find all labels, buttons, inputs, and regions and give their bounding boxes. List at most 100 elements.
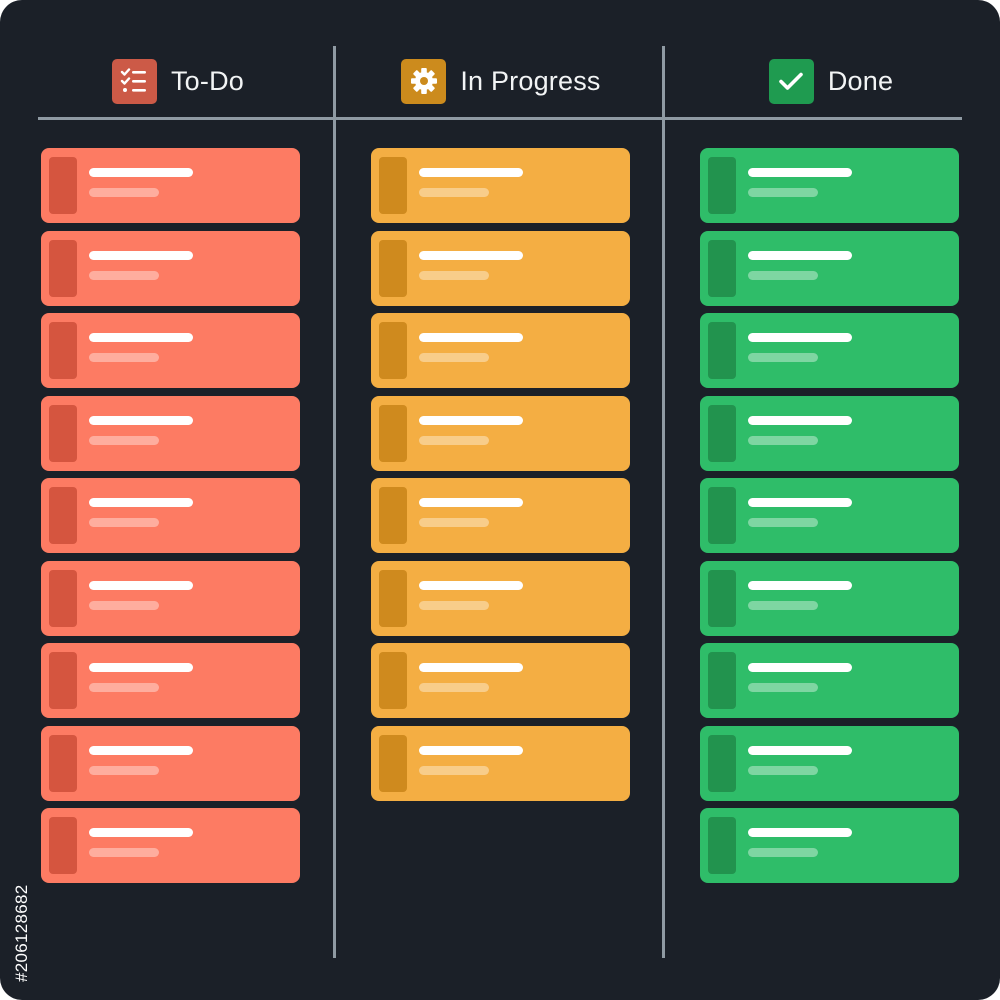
card-list-in-progress — [371, 148, 630, 808]
card-subtitle-placeholder — [89, 270, 159, 280]
header-divider — [38, 117, 962, 120]
gear-icon — [401, 58, 447, 104]
card-subtitle-placeholder — [748, 683, 818, 692]
task-card-done[interactable] — [700, 478, 959, 553]
card-title-placeholder — [748, 250, 852, 260]
card-drag-handle[interactable] — [49, 404, 77, 462]
card-drag-handle[interactable] — [708, 817, 736, 874]
card-drag-handle[interactable] — [379, 487, 407, 544]
card-drag-handle[interactable] — [49, 817, 77, 874]
column-header-done: Done — [700, 58, 962, 104]
task-card-todo[interactable] — [41, 808, 300, 883]
column-header-in-progress: In Progress — [370, 58, 632, 104]
task-card-done[interactable] — [700, 313, 959, 388]
card-subtitle-placeholder — [748, 188, 818, 197]
task-card-todo[interactable] — [41, 560, 300, 636]
card-title-placeholder — [419, 333, 523, 342]
card-drag-handle[interactable] — [708, 157, 736, 214]
card-drag-handle[interactable] — [379, 404, 407, 462]
card-subtitle-placeholder — [419, 600, 489, 610]
task-card-progress[interactable] — [371, 395, 630, 471]
card-subtitle-placeholder — [419, 188, 489, 197]
card-title-placeholder — [89, 828, 193, 837]
card-subtitle-placeholder — [748, 848, 818, 857]
card-drag-handle[interactable] — [708, 652, 736, 709]
card-title-placeholder — [89, 498, 193, 507]
card-subtitle-placeholder — [89, 600, 159, 610]
task-card-done[interactable] — [700, 643, 959, 718]
card-subtitle-placeholder — [419, 683, 489, 692]
card-title-placeholder — [419, 745, 523, 755]
task-card-done[interactable] — [700, 230, 959, 306]
card-drag-handle[interactable] — [49, 569, 77, 627]
task-card-todo[interactable] — [41, 313, 300, 388]
card-title-placeholder — [419, 498, 523, 507]
card-drag-handle[interactable] — [49, 487, 77, 544]
card-list-done — [700, 148, 959, 891]
task-card-progress[interactable] — [371, 148, 630, 223]
task-card-todo[interactable] — [41, 478, 300, 553]
card-drag-handle[interactable] — [708, 239, 736, 297]
stock-image-id: #206128682 — [12, 884, 31, 982]
column-title-todo: To-Do — [170, 65, 245, 96]
card-drag-handle[interactable] — [49, 734, 77, 792]
card-drag-handle[interactable] — [379, 734, 407, 792]
task-card-progress[interactable] — [371, 313, 630, 388]
card-drag-handle[interactable] — [379, 569, 407, 627]
card-drag-handle[interactable] — [708, 404, 736, 462]
card-subtitle-placeholder — [748, 765, 818, 775]
task-card-progress[interactable] — [371, 478, 630, 553]
card-subtitle-placeholder — [89, 188, 159, 197]
card-title-placeholder — [748, 663, 852, 672]
card-subtitle-placeholder — [419, 270, 489, 280]
task-card-done[interactable] — [700, 725, 959, 801]
card-title-placeholder — [419, 250, 523, 260]
card-drag-handle[interactable] — [49, 652, 77, 709]
card-subtitle-placeholder — [748, 435, 818, 445]
card-drag-handle[interactable] — [379, 322, 407, 379]
task-card-progress[interactable] — [371, 725, 630, 801]
card-title-placeholder — [89, 745, 193, 755]
card-subtitle-placeholder — [89, 765, 159, 775]
card-title-placeholder — [419, 580, 523, 590]
task-card-todo[interactable] — [41, 148, 300, 223]
task-card-todo[interactable] — [41, 725, 300, 801]
task-card-done[interactable] — [700, 808, 959, 883]
task-card-done[interactable] — [700, 148, 959, 223]
task-card-progress[interactable] — [371, 560, 630, 636]
task-card-progress[interactable] — [371, 643, 630, 718]
card-drag-handle[interactable] — [708, 487, 736, 544]
task-card-progress[interactable] — [371, 230, 630, 306]
card-title-placeholder — [89, 333, 193, 342]
card-subtitle-placeholder — [748, 518, 818, 527]
card-title-placeholder — [89, 415, 193, 425]
column-header-todo: To-Do — [40, 58, 316, 104]
card-title-placeholder — [748, 498, 852, 507]
card-subtitle-placeholder — [748, 600, 818, 610]
task-card-done[interactable] — [700, 560, 959, 636]
task-card-todo[interactable] — [41, 395, 300, 471]
card-drag-handle[interactable] — [708, 322, 736, 379]
task-card-todo[interactable] — [41, 230, 300, 306]
card-title-placeholder — [748, 168, 852, 177]
card-subtitle-placeholder — [89, 848, 159, 857]
task-card-todo[interactable] — [41, 643, 300, 718]
card-subtitle-placeholder — [419, 765, 489, 775]
card-title-placeholder — [748, 828, 852, 837]
card-drag-handle[interactable] — [49, 239, 77, 297]
card-title-placeholder — [89, 580, 193, 590]
card-subtitle-placeholder — [419, 518, 489, 527]
card-title-placeholder — [419, 168, 523, 177]
card-subtitle-placeholder — [89, 683, 159, 692]
card-drag-handle[interactable] — [49, 157, 77, 214]
card-drag-handle[interactable] — [708, 734, 736, 792]
card-title-placeholder — [89, 250, 193, 260]
card-drag-handle[interactable] — [49, 322, 77, 379]
card-drag-handle[interactable] — [708, 569, 736, 627]
task-card-done[interactable] — [700, 395, 959, 471]
card-subtitle-placeholder — [419, 353, 489, 362]
card-drag-handle[interactable] — [379, 157, 407, 214]
card-drag-handle[interactable] — [379, 239, 407, 297]
card-drag-handle[interactable] — [379, 652, 407, 709]
